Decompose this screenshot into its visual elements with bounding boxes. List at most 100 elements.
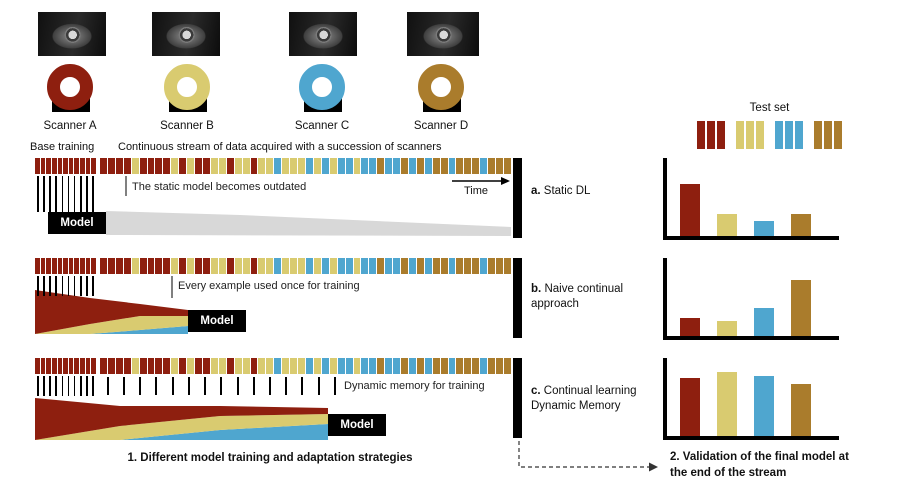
stream-cell-a	[107, 258, 115, 274]
link-line	[61, 376, 64, 396]
stream-cell-c	[361, 158, 369, 174]
stream-cell-b	[298, 258, 305, 274]
stream-cell-b	[353, 158, 361, 174]
link-line	[37, 276, 39, 296]
link-line	[92, 176, 94, 212]
base-cell	[91, 158, 97, 174]
stream-cell-b	[313, 258, 321, 274]
naive-area-blue	[35, 326, 188, 334]
link-line	[37, 376, 39, 396]
scanner-coil-b	[164, 64, 210, 110]
stream-cell-c	[369, 358, 377, 374]
stream-cell-b	[266, 358, 274, 374]
link-line	[43, 276, 45, 296]
stream-cell-c	[345, 258, 353, 274]
test-sample	[707, 121, 715, 149]
data-stream-b	[100, 258, 511, 274]
base-cell	[63, 258, 68, 274]
stream-cell-c	[480, 358, 488, 374]
stream-cell-b	[171, 258, 179, 274]
stream-cell-b	[353, 258, 361, 274]
caption-strategies: 1. Different model training and adaptati…	[127, 452, 413, 464]
memory-sample-tick	[139, 377, 141, 395]
memory-sample-tick	[301, 377, 303, 395]
link-line	[73, 376, 76, 396]
scanner-b-label: Scanner B	[160, 120, 214, 132]
stream-end-bar-c	[513, 358, 522, 438]
stream-cell-b	[242, 258, 250, 274]
memory-sample-tick	[107, 377, 109, 395]
time-arrow-head	[501, 177, 510, 185]
base-training-block-c	[35, 358, 97, 374]
stream-cell-b	[353, 358, 361, 374]
stream-cell-a	[202, 358, 210, 374]
stream-cell-c	[321, 258, 329, 274]
base-cell	[85, 158, 91, 174]
stream-cell-a	[226, 158, 234, 174]
stream-cell-c	[369, 158, 377, 174]
stream-cell-c	[369, 258, 377, 274]
stream-end-bar-a	[513, 158, 522, 238]
stream-cell-a	[226, 358, 234, 374]
stream-cell-c	[305, 258, 313, 274]
stream-cell-d	[488, 158, 496, 174]
stream-cell-a	[100, 158, 107, 174]
test-chart-b	[663, 258, 842, 340]
base-cell	[63, 358, 68, 374]
caption-validation: 2. Validation of the final model at the …	[670, 450, 898, 481]
memory-sample-tick	[334, 377, 336, 395]
stream-end-bar-b	[513, 258, 522, 338]
stream-cell-d	[377, 158, 385, 174]
stream-cell-b	[131, 358, 139, 374]
validation-arrow-head	[649, 462, 658, 472]
static-model-fade	[106, 211, 511, 236]
stream-cell-d	[472, 158, 480, 174]
stream-cell-d	[488, 358, 496, 374]
test-sample	[824, 121, 832, 149]
perf-bar-c	[754, 221, 774, 236]
stream-cell-b	[282, 358, 290, 374]
base-cell	[46, 258, 51, 274]
memory-sample-tick	[237, 377, 239, 395]
memory-sample-tick	[220, 377, 222, 395]
stream-cell-d	[377, 258, 385, 274]
link-line	[49, 276, 51, 296]
link-line	[67, 176, 70, 212]
strategy-text-c: Continual learning	[543, 385, 637, 397]
stream-cell-a	[155, 158, 163, 174]
stream-cell-b	[218, 258, 226, 274]
test-chart-a	[663, 158, 842, 240]
test-set-group-c	[775, 121, 803, 149]
base-training-caption: Base training	[30, 141, 95, 153]
stream-cell-c	[393, 258, 401, 274]
validation-dashed-connector	[518, 441, 649, 468]
stream-cell-a	[100, 358, 107, 374]
stream-cell-c	[274, 158, 282, 174]
naive-area-yellow	[35, 316, 188, 334]
chart-a-y-axis	[663, 158, 667, 240]
stream-cell-b	[187, 358, 195, 374]
model-box-a: Model	[48, 212, 106, 234]
test-set-group-a	[697, 121, 725, 149]
base-to-model-links-a	[37, 176, 94, 212]
stream-cell-c	[337, 158, 345, 174]
chart-c-bars	[680, 372, 811, 436]
stream-cell-a	[155, 258, 163, 274]
stream-cell-a	[100, 258, 107, 274]
perf-bar-b	[717, 214, 737, 236]
stream-cell-a	[123, 358, 131, 374]
stream-cell-c	[385, 158, 393, 174]
data-stream-c	[100, 358, 511, 374]
stream-cell-a	[115, 358, 123, 374]
chart-c-x-axis	[663, 436, 839, 440]
perf-bar-c	[754, 308, 774, 336]
base-cell	[85, 358, 91, 374]
stream-cell-c	[305, 158, 313, 174]
annotation-a: The static model becomes outdated	[132, 181, 307, 193]
chart-b-y-axis	[663, 258, 667, 340]
link-line	[43, 176, 45, 212]
memory-sample-tick	[188, 377, 190, 395]
test-set-group-b	[736, 121, 764, 149]
strategy-prefix-a: a.	[531, 185, 541, 197]
chart-b-bars	[680, 280, 811, 336]
